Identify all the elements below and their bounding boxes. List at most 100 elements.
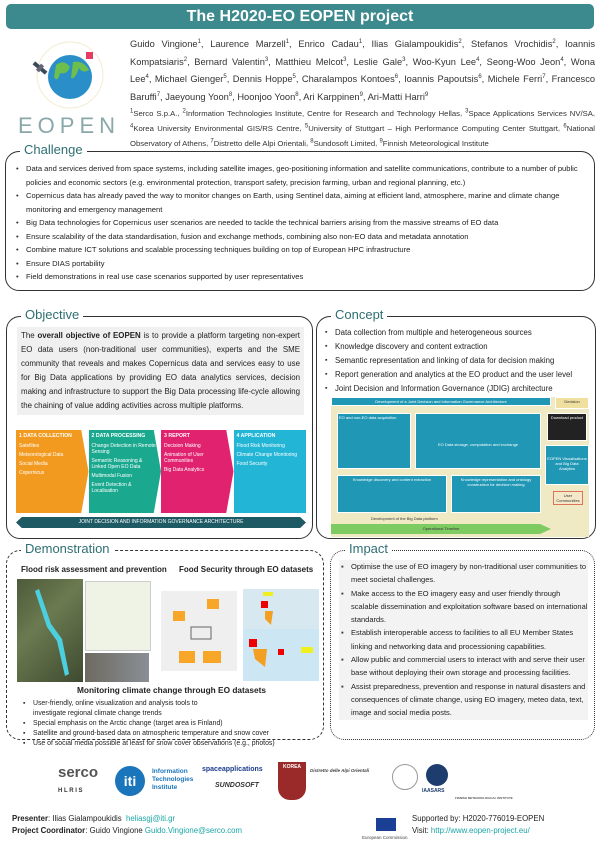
sundosoft-logo: SUNDOSOFT [215,782,259,789]
supported-by: Supported by: H2020-776019-EOPEN [412,814,545,823]
affiliation: 1Serco S.p.A. [130,108,178,118]
list-item: Optimise the use of EO imagery by non-tr… [339,560,588,587]
jdig-box: Development of a Joint Decision and Info… [331,397,551,406]
food-workflow-image [161,591,237,671]
panel-item: Climate Change Monitoring [236,452,298,458]
challenge-title: Challenge [20,141,87,159]
list-item: Knowledge discovery and content extracti… [323,340,572,354]
flood-heading: Flood risk assessment and prevention [21,565,167,574]
list-item: Big Data technologies for Copernicus use… [14,216,586,230]
author: Francesco Baruffi7 [130,74,596,102]
decision-box: Decision [555,397,589,409]
list-item: Joint Decision and Information Governanc… [323,382,572,396]
contact-info: Presenter: Ilias Gialampoukidis heliasgj… [12,814,242,835]
author: Leslie Gale3 [353,56,406,67]
flood-rescue-photo [85,653,149,682]
author-list: Guido Vingione1, Laurence Marzell1, Enri… [130,39,596,102]
list-item: Combine mature ICT solutions and scalabl… [14,243,586,257]
author: Enrico Cadau1 [298,39,363,50]
timeline-arrow: Operational Timeline [331,524,551,534]
ec-label: European Commission [362,835,408,840]
panel-item: Decision Making [164,443,201,449]
objective-bold: overall objective of EOPEN [37,331,141,340]
panel-item: Multimodal Fusion [91,473,133,479]
panel-title: 3 REPORT [164,433,190,439]
list-item: Ensure scalability of the data standardi… [14,230,586,244]
list-item: Report generation and analytics at the E… [323,368,572,382]
download-product-box: Download product [547,413,587,441]
acquisition-box: EO and non-EO data acquisition [337,413,411,469]
list-item: Semantic representation and linking of d… [323,354,572,368]
globe-icon [32,41,104,109]
objective-section: Objective The overall objective of EOPEN… [6,306,313,539]
panel-title: 4 APPLICATION [236,433,276,439]
presenter-email-link[interactable]: heliasgj@iti.gr [126,814,176,823]
author: Laurence Marzell1 [210,39,290,50]
flood-workflow-image [85,581,151,651]
list-item: Use of social media possible at least fo… [21,739,275,749]
visualisation-box: EOPEN Visualisations and Big Data Analyt… [545,445,589,485]
panel-item: Social Media [19,461,48,467]
climate-list: User-friendly, online visualization and … [21,699,275,749]
affiliation: 3Space Applications Services NV/SA [465,108,593,118]
coordinator-label: Project Coordinator [12,826,86,835]
panel-item: Meteorological Data [19,452,64,458]
affiliation-list: 1Serco S.p.A., 2Information Technologies… [130,108,595,148]
author: Bernard Valentin3 [194,56,269,67]
iti-name: Information Technologies Institute [152,768,194,791]
challenge-list: Data and services derived from space sys… [14,162,586,284]
affiliation: 6National Observatory of Athens [130,123,595,148]
affiliation: 7Distretto delle Alpi Orientali [210,138,306,148]
flood-map-image [17,579,83,682]
impact-title: Impact [345,540,393,558]
objective-text: The overall objective of EOPEN is to pro… [17,327,304,415]
coordinator-email-link[interactable]: Guido.Vingione@serco.com [144,826,242,835]
list-item: Ensure DIAS portability [14,257,586,271]
impact-list: Optimise the use of EO imagery by non-tr… [339,560,588,720]
logo-text: EOPEN [18,113,121,138]
panel-item: Semantic Reasoning & Linked Open EO Data [91,458,143,470]
list-item: Data collection from multiple and hetero… [323,326,572,340]
presenter-name: Ilias Gialampoukidis [52,814,122,823]
storage-box: EO Data storage, computation and exchang… [415,413,541,469]
knowledge-representation-box: Knowledge representation and ontology co… [451,475,541,513]
panel-item: Change Detection in Remote Sensing [91,443,156,455]
panel-item: Animation of User Communities [164,452,204,464]
list-item: Satellite and ground-based data on atmos… [21,729,275,739]
demonstration-title: Demonstration [21,540,114,558]
noa-seal-logo [392,764,418,790]
concept-title: Concept [331,306,388,324]
serco-logo: serco [58,764,99,781]
author: Woo-Kyun Lee4 [412,56,480,67]
presenter-label: Presenter [12,814,48,823]
author: Seong-Woo Jeon4 [486,56,564,67]
panel-title: 2 DATA PROCESSING [91,433,146,439]
author: Ari-Matti Harri9 [367,91,429,102]
affiliation: 9Finnish Meteorological Institute [379,138,489,148]
panel-item: Food Security [236,461,268,467]
climate-heading: Monitoring climate change through EO dat… [77,685,267,695]
iaasars-emblem [426,764,448,786]
coordinator-name: Guido Vingione [89,826,143,835]
platform-label: Development of the Big Data platform [371,516,438,521]
project-url-link[interactable]: http://www.eopen-project.eu/ [430,826,530,835]
list-item: Copernicus data has already paved the wa… [14,189,586,216]
author: Charalampos Kontoes6 [301,74,399,85]
panel-item: Copernicus [19,470,45,476]
support-info: Supported by: H2020-776019-EOPEN Visit: … [412,813,544,837]
impact-section: Impact Optimise the use of EO imagery by… [330,540,595,740]
infographic-panel: 2 DATA PROCESSING Change Detection in Rem… [88,430,161,513]
list-item: Data and services derived from space sys… [14,162,586,189]
iti-logo: iti [115,766,145,796]
poster-title: The H2020-EO EOPEN project [6,4,594,29]
architecture-diagram: Development of a Joint Decision and Info… [331,397,589,537]
korea-university-logo: KOREA [278,762,306,800]
objective-title: Objective [21,306,84,324]
list-item: User-friendly, online visualization and … [21,699,231,719]
list-item: Assist preparedness, prevention and resp… [339,680,588,720]
distretto-logo: Distretto delle Alpi Orientali [310,768,370,773]
